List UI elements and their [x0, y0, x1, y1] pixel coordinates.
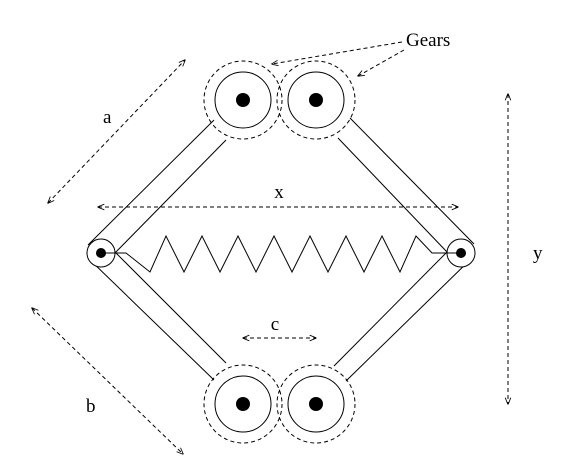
spring [101, 234, 461, 274]
gears-label: Gears [406, 30, 450, 51]
label-y: y [533, 243, 543, 264]
gears-pointer-right [358, 49, 405, 76]
bottom-right-gear [276, 364, 356, 444]
label-b: b [86, 396, 96, 417]
top-left-gear [203, 60, 283, 140]
label-a: a [103, 107, 112, 128]
upper-right-arm [337, 117, 475, 253]
lower-right-arm [333, 251, 475, 382]
gears-pointer-left [272, 41, 403, 64]
dimension-b-arrow [32, 308, 183, 454]
bottom-left-gear [203, 364, 283, 444]
dimension-a-arrow [48, 60, 185, 203]
label-c: c [271, 314, 279, 335]
top-right-gear [276, 60, 356, 140]
lower-left-arm [87, 249, 227, 381]
label-x: x [274, 182, 284, 203]
